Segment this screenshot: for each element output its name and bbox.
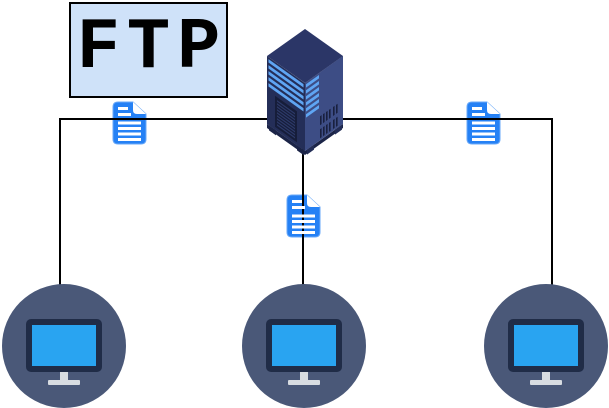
connector-line-server-to-left-horizontal bbox=[59, 118, 280, 120]
connector-line-right-vertical bbox=[551, 118, 553, 285]
file-document-icon bbox=[111, 101, 148, 145]
server-icon bbox=[267, 29, 343, 156]
client-node-middle bbox=[242, 284, 366, 408]
file-document-icon bbox=[465, 101, 502, 145]
monitor-icon bbox=[508, 319, 584, 385]
file-document-icon bbox=[286, 194, 321, 238]
ftp-label: FTP bbox=[76, 7, 228, 89]
client-node-left bbox=[2, 284, 126, 408]
monitor-icon bbox=[266, 319, 342, 385]
client-node-right bbox=[484, 284, 608, 408]
monitor-icon bbox=[26, 319, 102, 385]
ftp-label-box: FTP bbox=[69, 2, 228, 98]
connector-line-left-vertical bbox=[59, 118, 61, 285]
connector-line-server-to-right-horizontal bbox=[330, 118, 553, 120]
